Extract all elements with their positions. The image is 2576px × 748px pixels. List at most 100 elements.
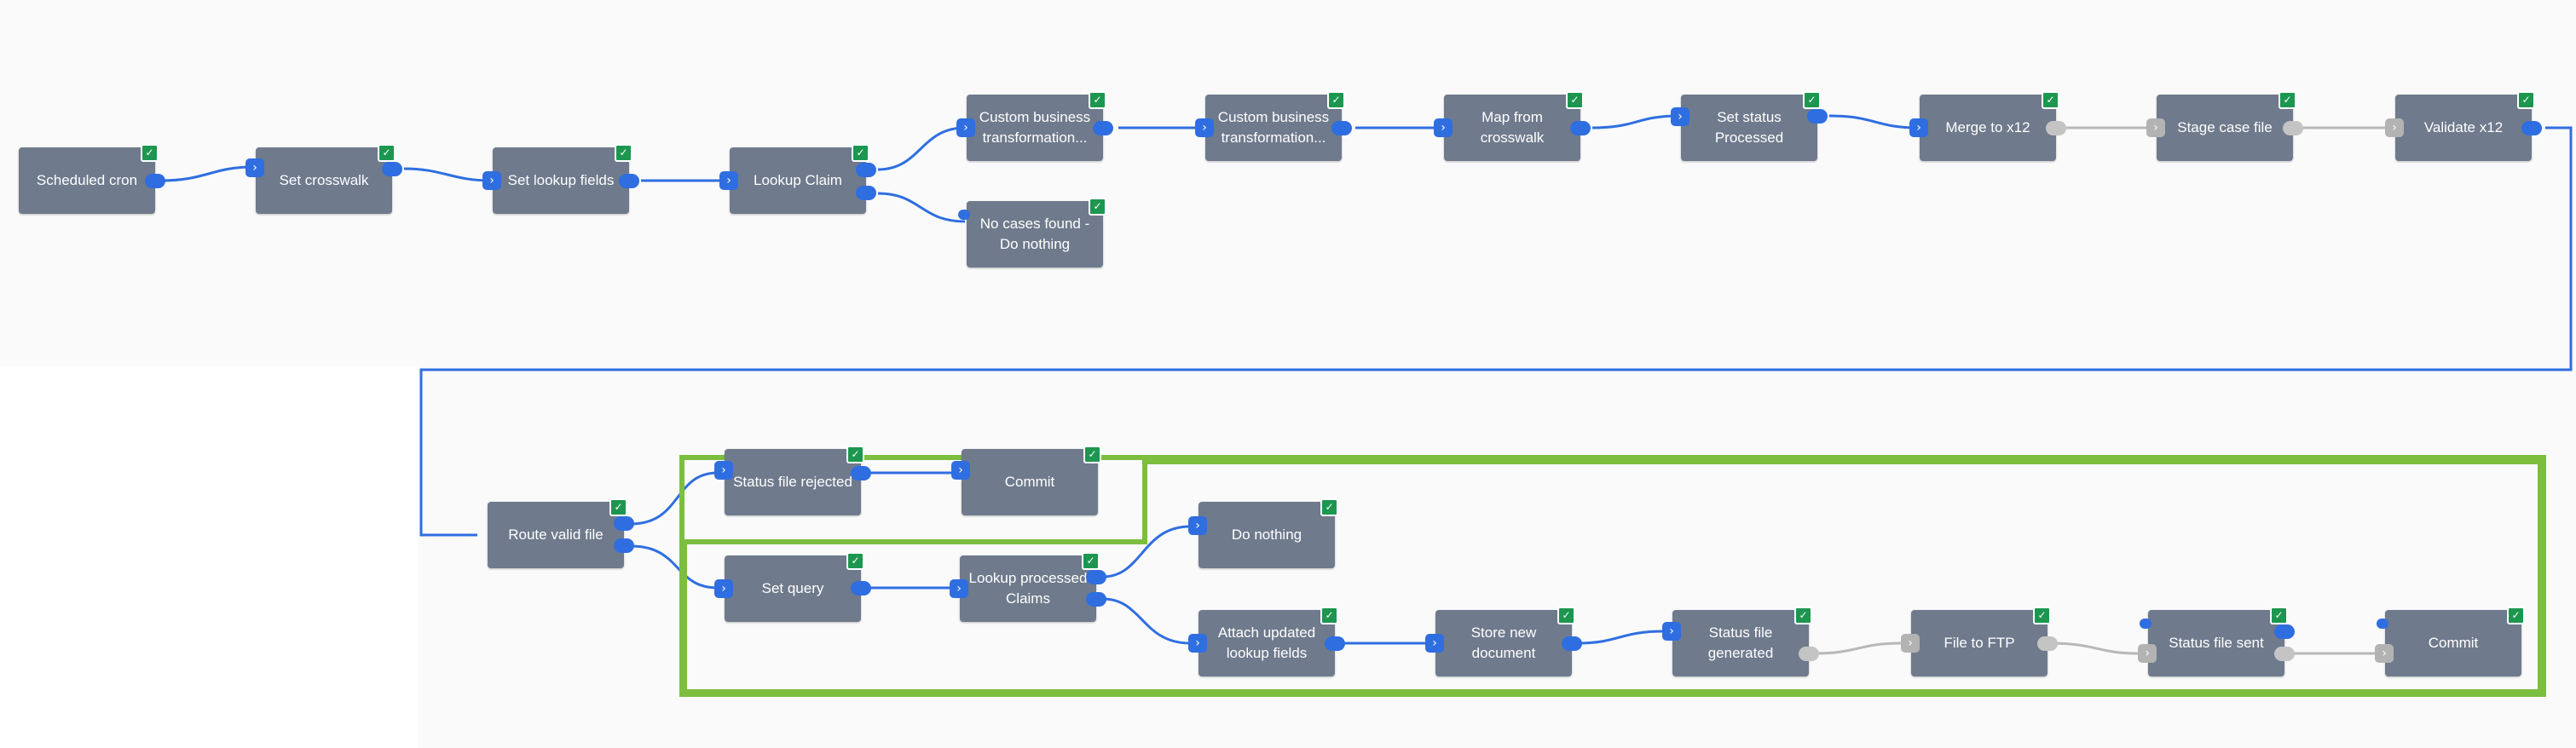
success-check-icon: ✓ xyxy=(2507,607,2525,624)
success-check-icon: ✓ xyxy=(609,498,627,516)
input-chevron-icon[interactable]: › xyxy=(2146,118,2165,137)
success-check-icon: ✓ xyxy=(1803,91,1821,109)
output-port[interactable] xyxy=(614,516,634,531)
input-port[interactable] xyxy=(958,210,970,220)
input-chevron-icon[interactable]: › xyxy=(719,171,738,190)
input-chevron-icon[interactable]: › xyxy=(245,158,264,177)
output-port[interactable] xyxy=(2274,624,2295,639)
node-label: Lookup processed Claims xyxy=(968,570,1088,607)
output-port[interactable] xyxy=(619,174,639,188)
node-label: Do nothing xyxy=(1231,526,1302,543)
node-route-valid-file[interactable]: Route valid file ✓ xyxy=(488,498,634,568)
node-custom-business-transformation-2[interactable]: Custom business transformation... ✓ › xyxy=(1195,91,1352,161)
success-check-icon: ✓ xyxy=(1320,498,1338,516)
input-chevron-icon[interactable]: › xyxy=(951,461,970,480)
success-check-icon: ✓ xyxy=(378,144,396,162)
node-label: Merge to x12 xyxy=(1945,119,2030,135)
success-check-icon: ✓ xyxy=(1082,552,1100,570)
output-port[interactable] xyxy=(2037,636,2058,651)
node-map-from-crosswalk[interactable]: Map from crosswalk ✓ › xyxy=(1434,91,1591,161)
wire xyxy=(630,471,719,526)
highlight-box xyxy=(1142,457,2544,694)
input-chevron-icon[interactable]: › xyxy=(1662,622,1681,641)
input-chevron-icon[interactable]: › xyxy=(714,579,733,598)
node-merge-to-x12[interactable]: Merge to x12 ✓ › xyxy=(1909,91,2066,161)
output-port[interactable] xyxy=(1570,121,1591,135)
output-port-else[interactable] xyxy=(614,538,634,553)
wire xyxy=(1102,525,1191,578)
canvas-top-area xyxy=(0,0,2576,366)
success-check-icon: ✓ xyxy=(1320,607,1338,624)
output-port[interactable] xyxy=(1325,636,1345,651)
node-status-file-rejected[interactable]: Status file rejected ✓ › xyxy=(714,446,873,523)
output-port[interactable] xyxy=(1093,121,1113,135)
wire xyxy=(1828,114,1919,129)
output-port[interactable] xyxy=(2046,121,2066,135)
node-commit-1[interactable]: Commit ✓ › xyxy=(951,446,1101,523)
input-chevron-icon[interactable]: › xyxy=(1195,118,1214,137)
success-check-icon: ✓ xyxy=(2042,91,2059,109)
output-port[interactable] xyxy=(1562,636,1582,651)
node-label: File to FTP xyxy=(1944,635,2015,651)
node-lookup-processed-claims[interactable]: Lookup processed Claims ✓ › xyxy=(950,552,1106,622)
output-port[interactable] xyxy=(2283,121,2303,135)
input-chevron-icon[interactable]: › xyxy=(2375,644,2394,663)
output-port[interactable] xyxy=(851,466,871,480)
node-scheduled-cron[interactable]: Scheduled cron ✓ xyxy=(19,144,165,214)
input-chevron-icon[interactable]: › xyxy=(956,118,975,137)
output-port[interactable] xyxy=(851,581,871,596)
node-set-crosswalk[interactable]: Set crosswalk ✓ › xyxy=(245,144,404,222)
input-chevron-icon[interactable]: › xyxy=(1188,634,1207,653)
success-check-icon: ✓ xyxy=(2270,607,2288,624)
node-no-cases-found[interactable]: No cases found - Do nothing ✓ xyxy=(956,198,1106,275)
node-set-status-processed[interactable]: Set status Processed ✓ › xyxy=(1671,91,1829,169)
output-port[interactable] xyxy=(1799,647,1819,661)
node-do-nothing[interactable]: Do nothing ✓ › xyxy=(1188,498,1338,576)
node-commit-2[interactable]: Commit ✓ › xyxy=(2375,607,2525,676)
output-port-empty[interactable] xyxy=(856,186,876,200)
output-port[interactable] xyxy=(1086,592,1106,607)
output-port[interactable] xyxy=(382,162,402,176)
input-chevron-icon[interactable]: › xyxy=(2385,118,2404,137)
input-chevron-icon[interactable]: › xyxy=(1901,634,1920,653)
input-chevron-icon[interactable]: › xyxy=(2138,644,2157,663)
wire xyxy=(1591,114,1680,129)
node-status-file-sent[interactable]: Status file sent ✓ › xyxy=(2138,607,2295,676)
node-store-new-document[interactable]: Store new document ✓ › xyxy=(1425,607,1582,676)
output-port-empty[interactable] xyxy=(1086,570,1106,584)
node-label: Custom business transformation... xyxy=(1217,109,1330,146)
node-label: Attach updated lookup fields xyxy=(1217,624,1316,661)
output-port[interactable] xyxy=(1331,121,1352,135)
success-check-icon: ✓ xyxy=(846,446,864,463)
wire xyxy=(1576,630,1665,645)
input-port[interactable] xyxy=(2377,619,2388,629)
node-status-file-generated[interactable]: Status file generated ✓ › xyxy=(1662,607,1819,684)
node-label: Set crosswalk xyxy=(279,172,369,188)
wire xyxy=(877,126,966,171)
input-chevron-icon[interactable]: › xyxy=(1434,118,1453,137)
input-chevron-icon[interactable]: › xyxy=(714,461,733,480)
node-set-lookup-fields[interactable]: Set lookup fields ✓ › xyxy=(482,144,639,214)
input-port[interactable] xyxy=(2140,619,2151,629)
output-port-else[interactable] xyxy=(2274,647,2295,661)
output-port[interactable] xyxy=(2521,121,2542,135)
node-set-query[interactable]: Set query ✓ › xyxy=(714,552,871,622)
node-label: Commit xyxy=(1004,474,1055,490)
node-custom-business-transformation-1[interactable]: Custom business transformation... ✓ › xyxy=(956,91,1113,161)
input-chevron-icon[interactable]: › xyxy=(1425,634,1444,653)
success-check-icon: ✓ xyxy=(1794,607,1812,624)
node-lookup-claim[interactable]: Lookup Claim ✓ › xyxy=(719,144,876,214)
input-chevron-icon[interactable]: › xyxy=(1671,107,1689,126)
output-port[interactable] xyxy=(856,163,876,177)
node-validate-x12[interactable]: Validate x12 ✓ › xyxy=(2385,91,2542,161)
input-chevron-icon[interactable]: › xyxy=(1909,118,1928,137)
node-stage-case-file[interactable]: Stage case file ✓ › xyxy=(2146,91,2303,161)
input-chevron-icon[interactable]: › xyxy=(1188,516,1207,535)
node-attach-updated-lookup-fields[interactable]: Attach updated lookup fields ✓ › xyxy=(1188,607,1345,676)
output-port[interactable] xyxy=(1807,109,1828,124)
success-check-icon: ✓ xyxy=(1327,91,1345,109)
input-chevron-icon[interactable]: › xyxy=(482,171,501,190)
input-chevron-icon[interactable]: › xyxy=(950,579,968,598)
node-file-to-ftp[interactable]: File to FTP ✓ › xyxy=(1901,607,2058,676)
output-port[interactable] xyxy=(145,174,165,188)
